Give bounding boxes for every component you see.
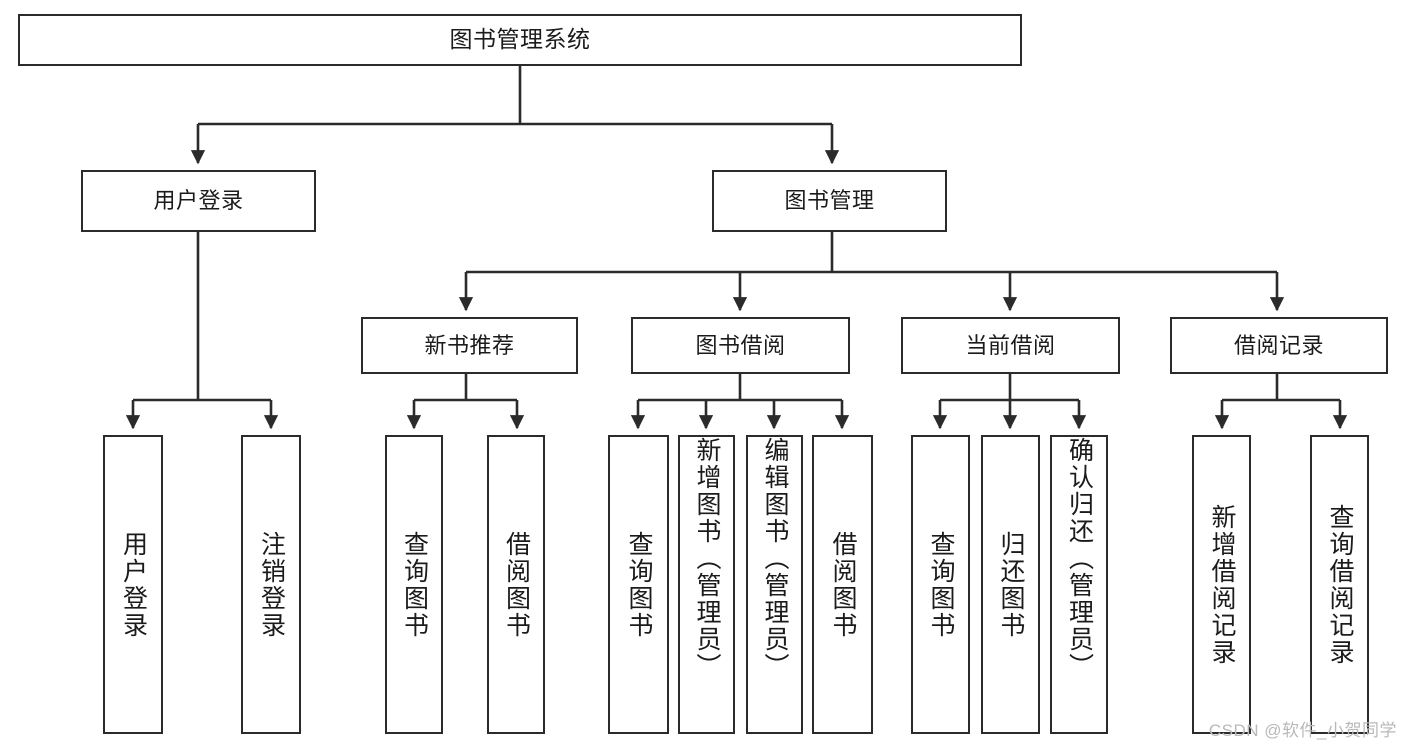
leaf-book-borrow-edit[interactable]: 编辑图书（管理员） <box>746 435 803 734</box>
leaf-book-borrow-borrow[interactable]: 借阅图书 <box>812 435 873 734</box>
node-book-borrow[interactable]: 图书借阅 <box>631 317 850 374</box>
node-current-borrow[interactable]: 当前借阅 <box>901 317 1120 374</box>
leaf-current-borrow-confirm[interactable]: 确认归还（管理员） <box>1050 435 1108 734</box>
leaf-new-book-query[interactable]: 查询图书 <box>385 435 443 734</box>
leaf-user-login-login[interactable]: 用户登录 <box>103 435 163 734</box>
leaf-book-borrow-add[interactable]: 新增图书（管理员） <box>678 435 735 734</box>
node-root-system[interactable]: 图书管理系统 <box>18 14 1022 66</box>
leaf-book-borrow-query[interactable]: 查询图书 <box>608 435 669 734</box>
node-label: 借阅图书 <box>502 530 531 639</box>
node-label: 查询图书 <box>625 530 653 639</box>
node-label: 用户登录 <box>153 188 244 214</box>
node-label: 查询借阅记录 <box>1326 503 1354 666</box>
node-label: 图书管理系统 <box>449 26 591 53</box>
node-label: 用户登录 <box>119 530 148 639</box>
leaf-borrow-record-query[interactable]: 查询借阅记录 <box>1310 435 1369 734</box>
node-borrow-record[interactable]: 借阅记录 <box>1170 317 1388 374</box>
leaf-new-book-borrow[interactable]: 借阅图书 <box>487 435 545 734</box>
node-label: 当前借阅 <box>965 332 1056 358</box>
leaf-current-borrow-return[interactable]: 归还图书 <box>981 435 1040 734</box>
node-label: 借阅记录 <box>1233 332 1324 358</box>
node-label: 新书推荐 <box>424 332 515 358</box>
node-new-book-recommend[interactable]: 新书推荐 <box>361 317 578 374</box>
node-label: 查询图书 <box>400 530 429 639</box>
node-label: 新增借阅记录 <box>1208 503 1236 666</box>
node-label: 归还图书 <box>997 530 1025 639</box>
node-user-login[interactable]: 用户登录 <box>81 170 316 232</box>
leaf-current-borrow-query[interactable]: 查询图书 <box>911 435 970 734</box>
node-book-management[interactable]: 图书管理 <box>712 170 947 232</box>
leaf-user-login-logout[interactable]: 注销登录 <box>241 435 301 734</box>
node-label: 图书借阅 <box>695 332 786 358</box>
node-label: 确认归还（管理员） <box>1065 437 1094 680</box>
node-label: 注销登录 <box>257 530 286 639</box>
node-label: 查询图书 <box>927 530 955 639</box>
watermark-text: CSDN @软件_小贺同学 <box>1208 721 1397 740</box>
node-label: 新增图书（管理员） <box>693 437 721 680</box>
node-label: 编辑图书（管理员） <box>761 437 789 680</box>
leaf-borrow-record-add[interactable]: 新增借阅记录 <box>1192 435 1251 734</box>
node-label: 借阅图书 <box>829 530 857 639</box>
node-label: 图书管理 <box>784 188 875 214</box>
